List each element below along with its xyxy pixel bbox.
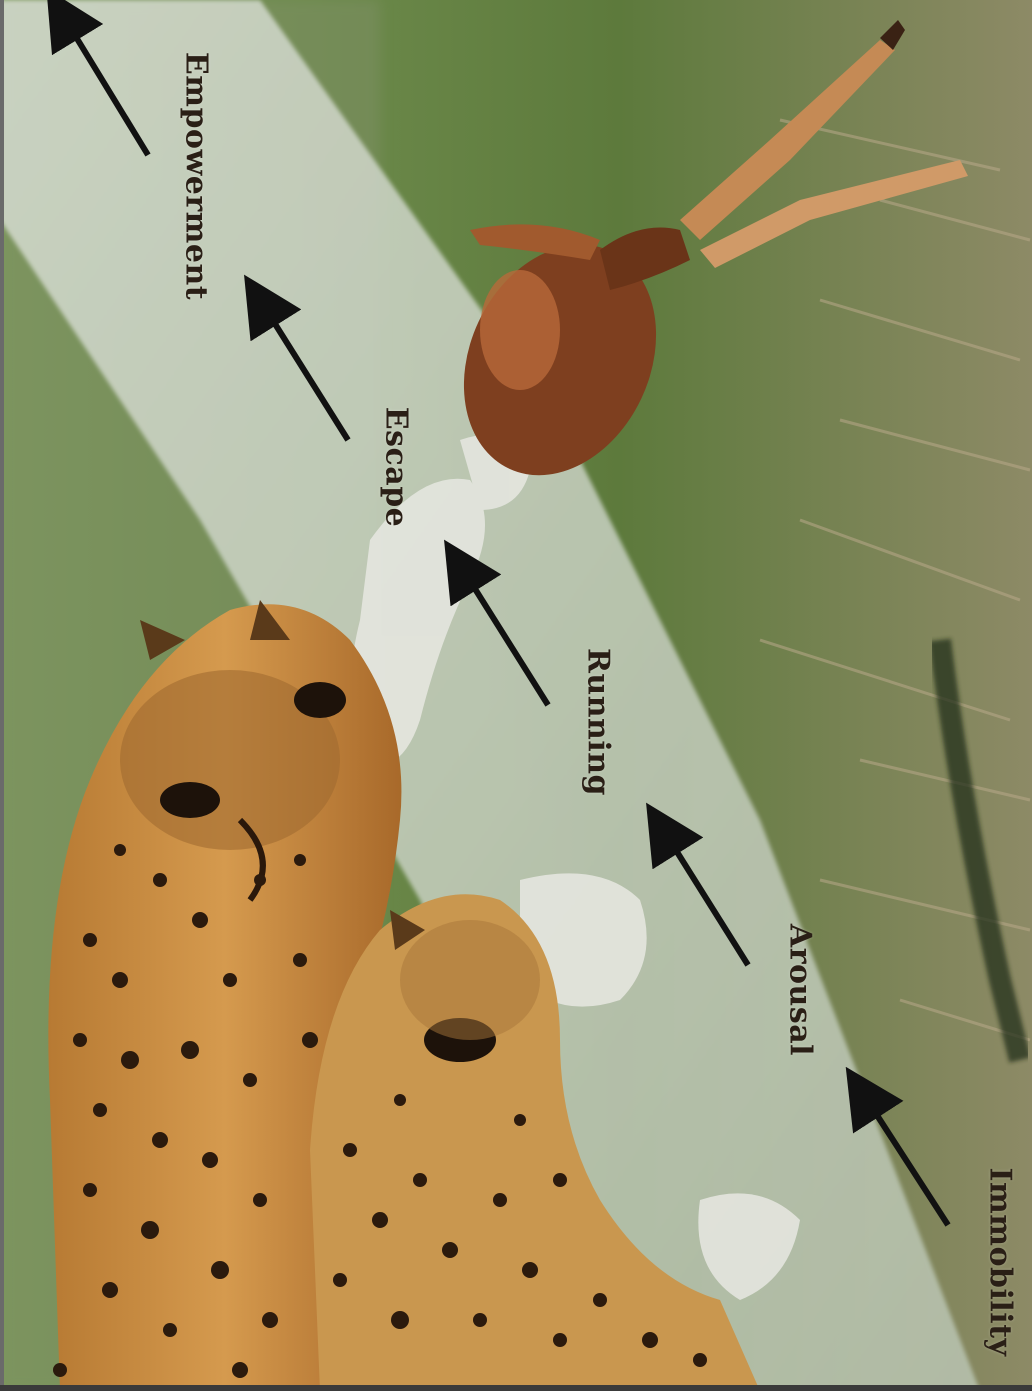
label-empowerment: Empowerment <box>179 52 214 300</box>
frame-bottom-edge <box>0 1385 1032 1391</box>
frame-left-edge <box>0 0 4 1391</box>
label-running: Running <box>581 648 616 796</box>
label-escape: Escape <box>379 407 414 528</box>
label-immobility: Immobility <box>983 1168 1018 1357</box>
label-arousal: Arousal <box>783 924 818 1056</box>
